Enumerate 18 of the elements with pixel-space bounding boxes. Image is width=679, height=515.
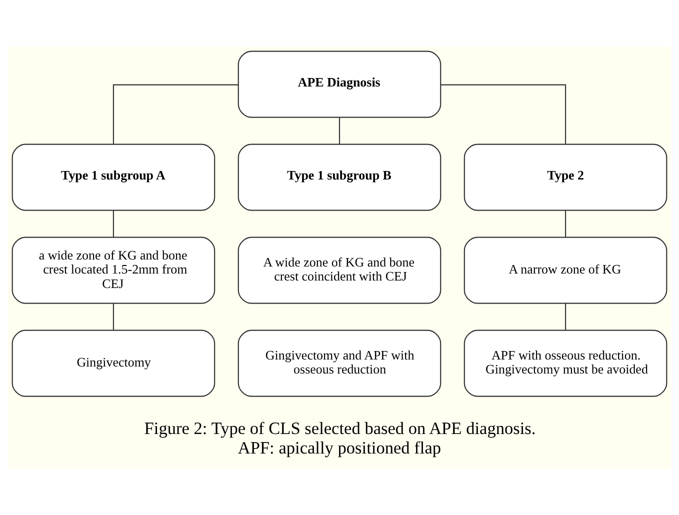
connector bbox=[565, 210, 566, 237]
node-box: Gingivectomy bbox=[12, 329, 216, 396]
node-box: A narrow zone of KG bbox=[464, 236, 668, 304]
connector bbox=[338, 116, 340, 144]
node-box: Type 1 subgroup B bbox=[238, 143, 442, 210]
connector bbox=[112, 210, 114, 237]
node-box: a wide zone of KG and bone crest located 1.5-2mm from CEJ bbox=[12, 236, 216, 304]
connector bbox=[440, 84, 566, 144]
node-box: Type 1 subgroup A bbox=[12, 143, 216, 210]
node-box: Type 2 bbox=[464, 143, 668, 210]
connector bbox=[112, 84, 238, 144]
caption: Figure 2: Type of CLS selected based on APE diagnosis. APF: apically positioned flap bbox=[144, 418, 536, 457]
node-box: A wide zone of KG and bone crest coincident with CEJ bbox=[238, 236, 442, 304]
connector bbox=[565, 302, 566, 330]
connector bbox=[112, 302, 114, 330]
node-box: APF with osseous reduction. Gingivectomy must be avoided bbox=[464, 329, 668, 396]
node-box: Gingivectomy and APF with osseous reduction bbox=[238, 329, 442, 396]
node-box: APE Diagnosis bbox=[238, 50, 442, 118]
